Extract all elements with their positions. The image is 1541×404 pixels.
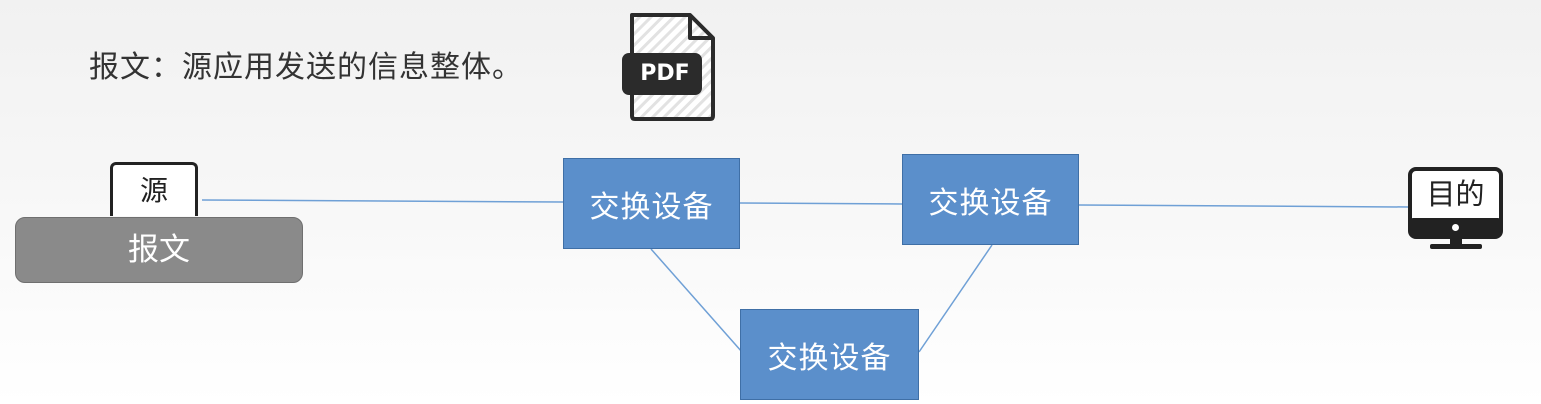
switch-device-1: 交换设备	[563, 158, 740, 249]
message-block: 报文	[15, 217, 303, 283]
source-device: 源	[110, 162, 198, 216]
pdf-icon-label: PDF	[640, 61, 690, 86]
link-switch2-destination	[1078, 204, 1409, 208]
slide-heading: 报文：源应用发送的信息整体。	[89, 50, 523, 85]
monitor-icon	[1408, 167, 1503, 249]
link-source-switch1	[201, 199, 564, 203]
switch-device-2: 交换设备	[902, 154, 1079, 245]
destination-label: 目的	[1426, 177, 1485, 211]
link-switch1-switch2	[739, 202, 903, 205]
switch-device-3: 交换设备	[740, 309, 919, 400]
link-switch2-switch3	[918, 244, 993, 353]
link-switch1-switch3	[650, 248, 743, 353]
pdf-file-icon	[622, 13, 715, 121]
